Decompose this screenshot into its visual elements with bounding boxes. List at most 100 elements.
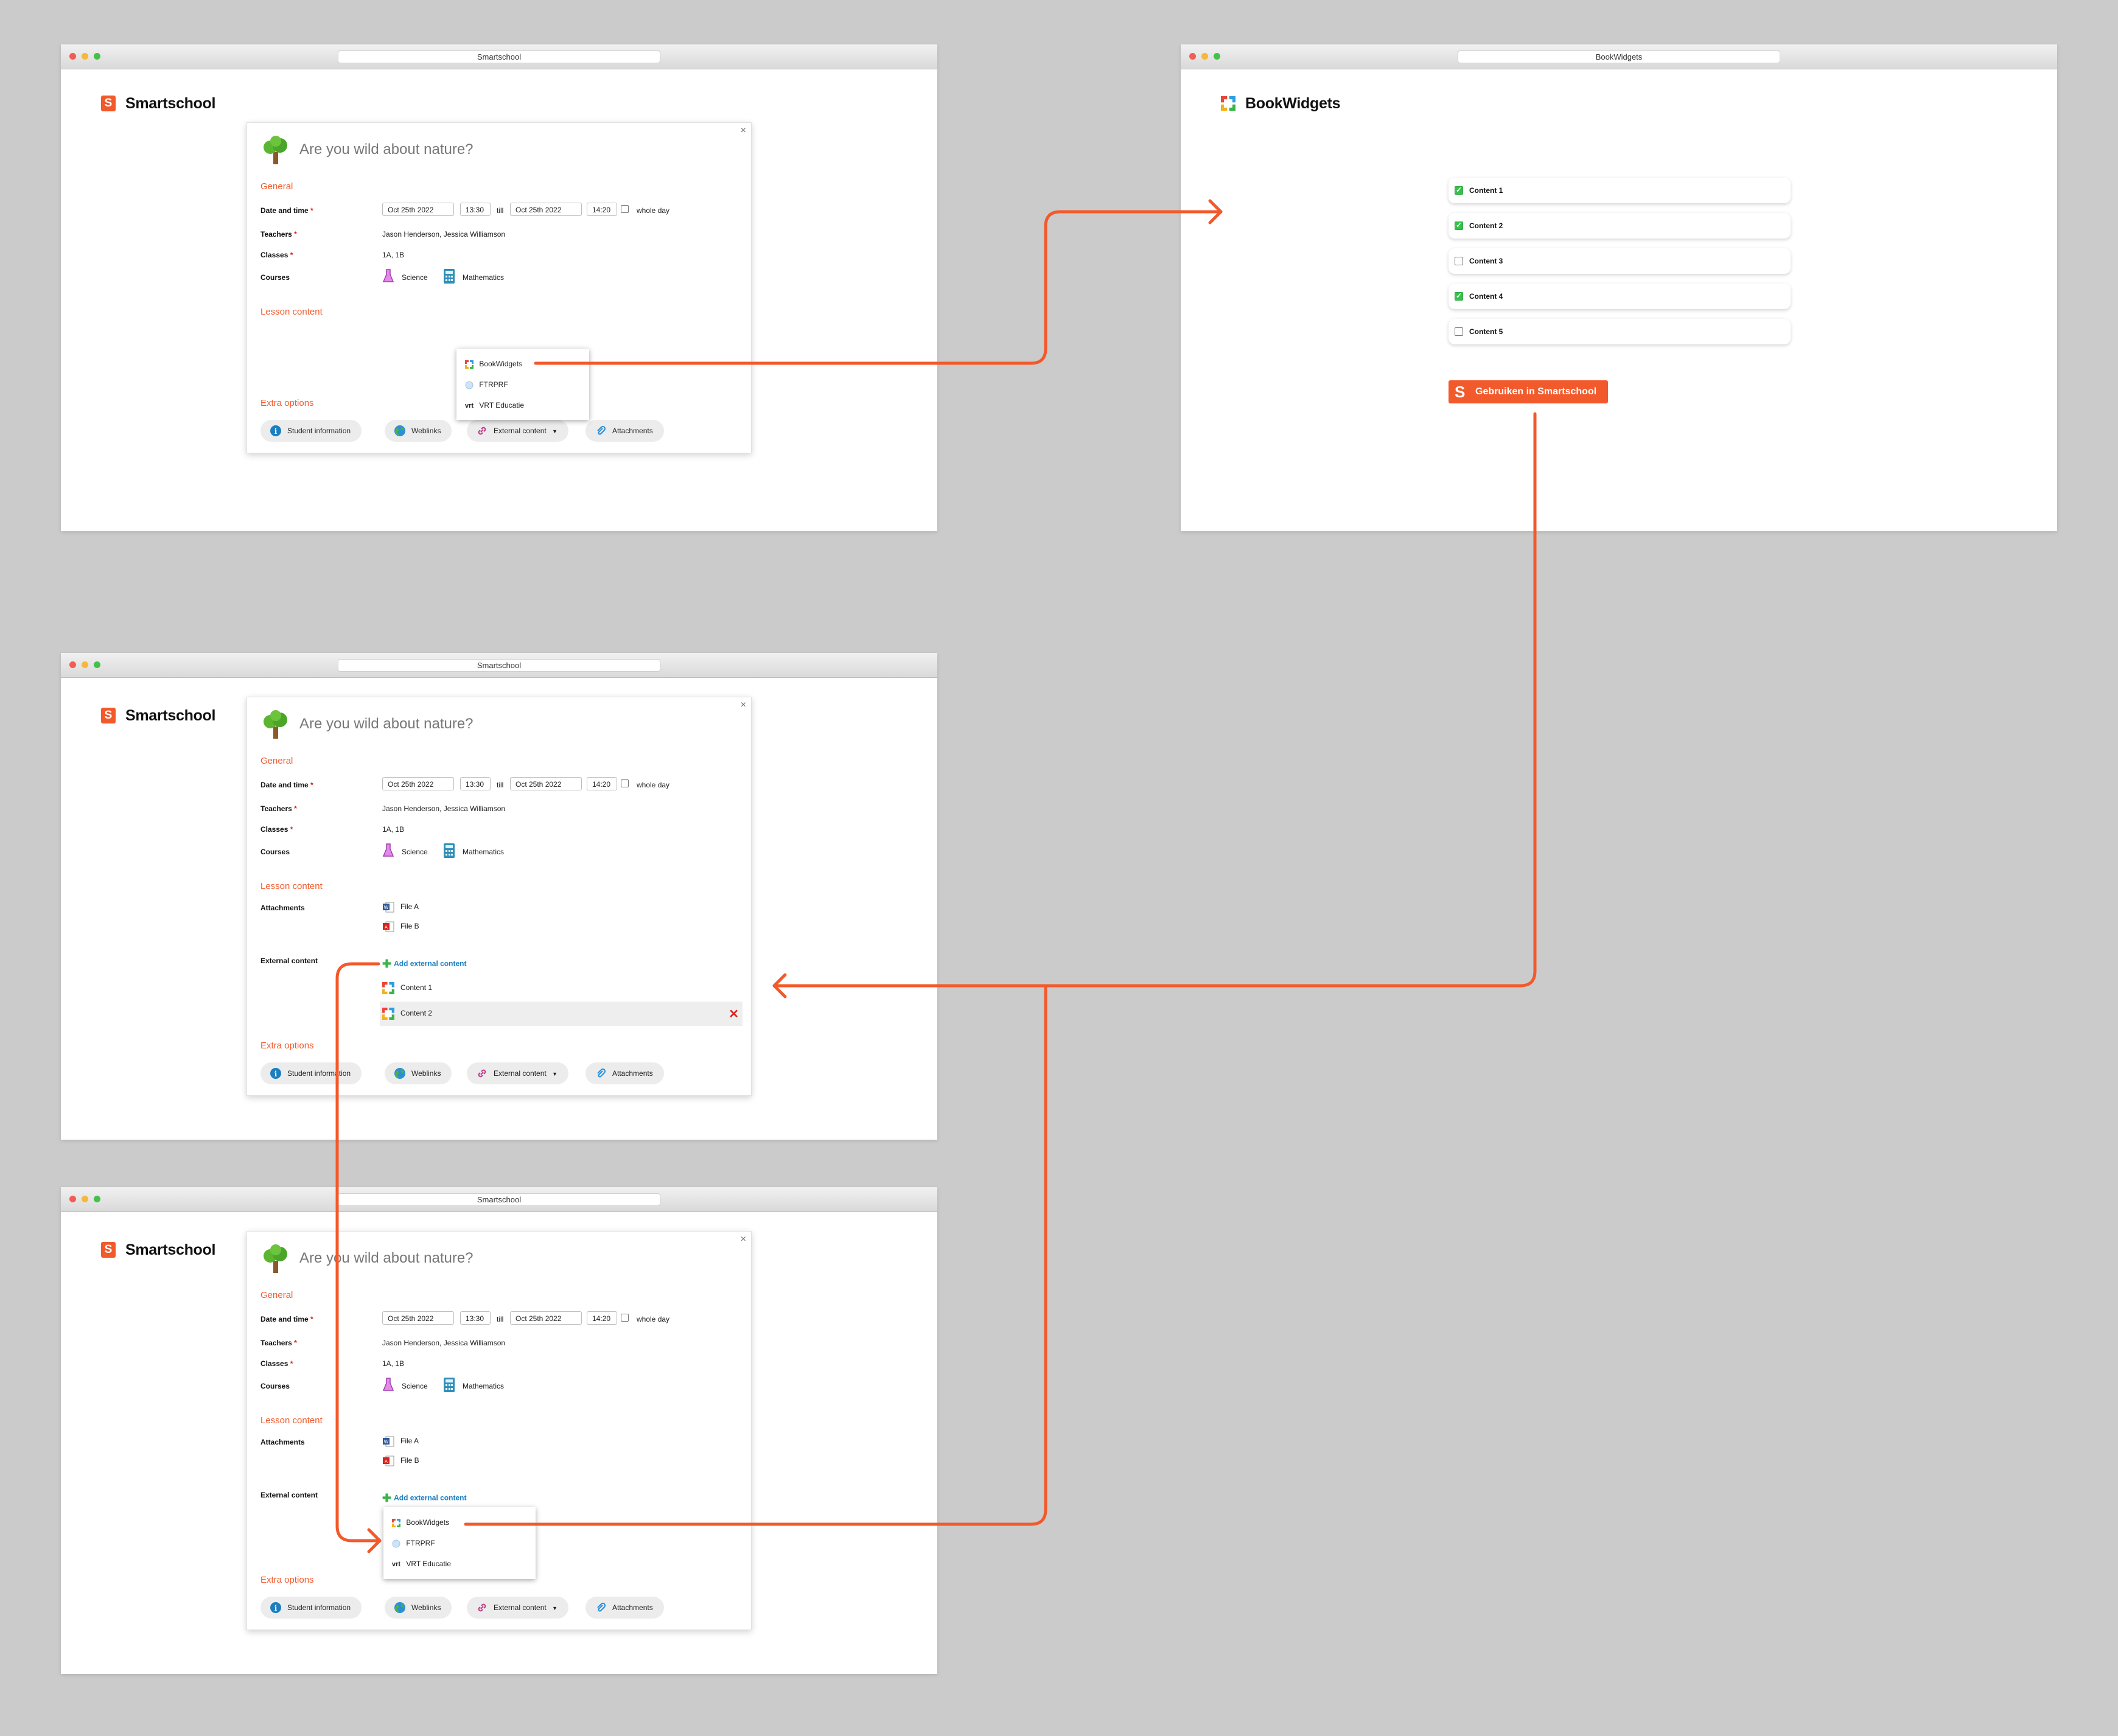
teachers-label: Teachers * bbox=[260, 804, 297, 813]
end-date-field[interactable]: Oct 25th 2022 bbox=[510, 1311, 582, 1325]
menu-item-label: BookWidgets bbox=[406, 1518, 450, 1527]
weblinks-button[interactable]: Weblinks bbox=[385, 1062, 452, 1084]
add-external-content-link[interactable]: ✚Add external content bbox=[382, 1492, 466, 1505]
close-icon[interactable]: × bbox=[740, 700, 746, 710]
weblinks-button[interactable]: Weblinks bbox=[385, 420, 452, 442]
content-row[interactable]: Content 1 bbox=[1449, 178, 1791, 203]
weblinks-label: Weblinks bbox=[411, 1069, 441, 1078]
content-checkbox[interactable] bbox=[1455, 186, 1463, 195]
url-bar[interactable]: Smartschool bbox=[338, 51, 660, 63]
menu-item-vrt-educatie[interactable]: vrt VRT Educatie bbox=[465, 401, 524, 410]
tree-icon bbox=[264, 136, 287, 164]
titlebar: BookWidgets bbox=[1181, 44, 2057, 69]
url-bar[interactable]: BookWidgets bbox=[1458, 51, 1780, 63]
whole-day-checkbox[interactable] bbox=[621, 205, 629, 213]
menu-item-bookwidgets[interactable]: BookWidgets bbox=[465, 360, 522, 369]
content-label: Content 3 bbox=[1469, 257, 1503, 265]
svg-text:A: A bbox=[385, 1459, 388, 1464]
flask-icon bbox=[382, 1378, 394, 1391]
end-time-field[interactable]: 14:20 bbox=[587, 777, 617, 790]
end-date-field[interactable]: Oct 25th 2022 bbox=[510, 203, 582, 216]
content-row[interactable]: Content 5 bbox=[1449, 319, 1791, 344]
end-time-field[interactable]: 14:20 bbox=[587, 203, 617, 216]
external-item-row: Content 2 bbox=[382, 1008, 432, 1020]
whole-day-checkbox[interactable] bbox=[621, 779, 629, 787]
content-row[interactable]: Content 3 bbox=[1449, 248, 1791, 274]
close-dot-icon[interactable] bbox=[69, 53, 76, 60]
close-dot-icon[interactable] bbox=[69, 661, 76, 668]
content-checkbox[interactable] bbox=[1455, 327, 1463, 336]
attachments-button[interactable]: Attachments bbox=[585, 420, 664, 442]
teachers-label: Teachers * bbox=[260, 1339, 297, 1347]
student-information-button[interactable]: i Student information bbox=[260, 1062, 362, 1084]
pdf-file-icon: A bbox=[383, 1455, 394, 1466]
zoom-dot-icon[interactable] bbox=[94, 661, 100, 668]
start-date-field[interactable]: Oct 25th 2022 bbox=[382, 777, 454, 790]
start-time-field[interactable]: 13:30 bbox=[460, 777, 491, 790]
end-time-field[interactable]: 14:20 bbox=[587, 1311, 617, 1325]
general-heading: General bbox=[260, 181, 293, 192]
attachments-button[interactable]: Attachments bbox=[585, 1062, 664, 1084]
general-heading: General bbox=[260, 756, 293, 766]
globe-icon bbox=[394, 425, 405, 436]
use-in-smartschool-button[interactable]: S Gebruiken in Smartschool bbox=[1449, 380, 1608, 403]
close-icon[interactable]: × bbox=[740, 1234, 746, 1244]
external-content-label: External content bbox=[494, 427, 547, 435]
attachments-button[interactable]: Attachments bbox=[585, 1597, 664, 1619]
remove-icon[interactable]: ✕ bbox=[729, 1008, 739, 1021]
minimize-dot-icon[interactable] bbox=[1201, 53, 1208, 60]
classes-label: Classes * bbox=[260, 251, 293, 259]
student-information-button[interactable]: i Student information bbox=[260, 1597, 362, 1619]
date-label-text: Date and time bbox=[260, 781, 309, 789]
external-content-button[interactable]: External content ▼ bbox=[467, 1597, 568, 1619]
close-dot-icon[interactable] bbox=[69, 1196, 76, 1202]
zoom-dot-icon[interactable] bbox=[94, 1196, 100, 1202]
minimize-dot-icon[interactable] bbox=[82, 1196, 88, 1202]
info-icon: i bbox=[270, 1068, 281, 1079]
content-checkbox[interactable] bbox=[1455, 221, 1463, 230]
menu-item-label: FTRPRF bbox=[479, 380, 508, 389]
minimize-dot-icon[interactable] bbox=[82, 661, 88, 668]
content-row[interactable]: Content 2 bbox=[1449, 213, 1791, 239]
course-science: Science bbox=[402, 273, 428, 282]
svg-text:W: W bbox=[384, 1439, 389, 1445]
dialog-title: Are you wild about nature? bbox=[299, 141, 474, 158]
start-time-field[interactable]: 13:30 bbox=[460, 1311, 491, 1325]
start-time-field[interactable]: 13:30 bbox=[460, 203, 491, 216]
content-checkbox[interactable] bbox=[1455, 257, 1463, 265]
whole-day-checkbox[interactable] bbox=[621, 1314, 629, 1322]
start-date-field[interactable]: Oct 25th 2022 bbox=[382, 1311, 454, 1325]
content-checkbox[interactable] bbox=[1455, 291, 1463, 301]
start-date-field[interactable]: Oct 25th 2022 bbox=[382, 203, 454, 216]
weblinks-button[interactable]: Weblinks bbox=[385, 1597, 452, 1619]
classes-label-text: Classes bbox=[260, 1359, 288, 1368]
minimize-dot-icon[interactable] bbox=[82, 53, 88, 60]
globe-icon bbox=[394, 1068, 405, 1079]
menu-item-ftrprf[interactable]: FTRPRF bbox=[392, 1539, 435, 1548]
external-content-button[interactable]: External content ▼ bbox=[467, 420, 568, 442]
external-content-button[interactable]: External content ▼ bbox=[467, 1062, 568, 1084]
close-icon[interactable]: × bbox=[740, 125, 746, 136]
close-dot-icon[interactable] bbox=[1189, 53, 1196, 60]
zoom-dot-icon[interactable] bbox=[1214, 53, 1220, 60]
date-label: Date and time * bbox=[260, 206, 313, 215]
menu-item-bookwidgets[interactable]: BookWidgets bbox=[392, 1518, 449, 1527]
external-item-content-1[interactable]: Content 1 bbox=[382, 982, 432, 994]
end-date-field[interactable]: Oct 25th 2022 bbox=[510, 777, 582, 790]
url-bar[interactable]: Smartschool bbox=[338, 659, 660, 672]
pdf-file-icon: A bbox=[383, 921, 394, 932]
add-external-content-link[interactable]: ✚Add external content bbox=[382, 958, 466, 971]
external-content-label: External content bbox=[494, 1603, 547, 1612]
student-information-button[interactable]: i Student information bbox=[260, 420, 362, 442]
zoom-dot-icon[interactable] bbox=[94, 53, 100, 60]
menu-item-ftrprf[interactable]: FTRPRF bbox=[465, 380, 508, 389]
content-row[interactable]: Content 4 bbox=[1449, 284, 1791, 309]
weblinks-label: Weblinks bbox=[411, 427, 441, 435]
word-file-icon: W bbox=[383, 1436, 394, 1447]
menu-item-vrt-educatie[interactable]: vrt VRT Educatie bbox=[392, 1560, 451, 1568]
external-item-content-2[interactable]: Content 2 ✕ bbox=[380, 1002, 743, 1026]
